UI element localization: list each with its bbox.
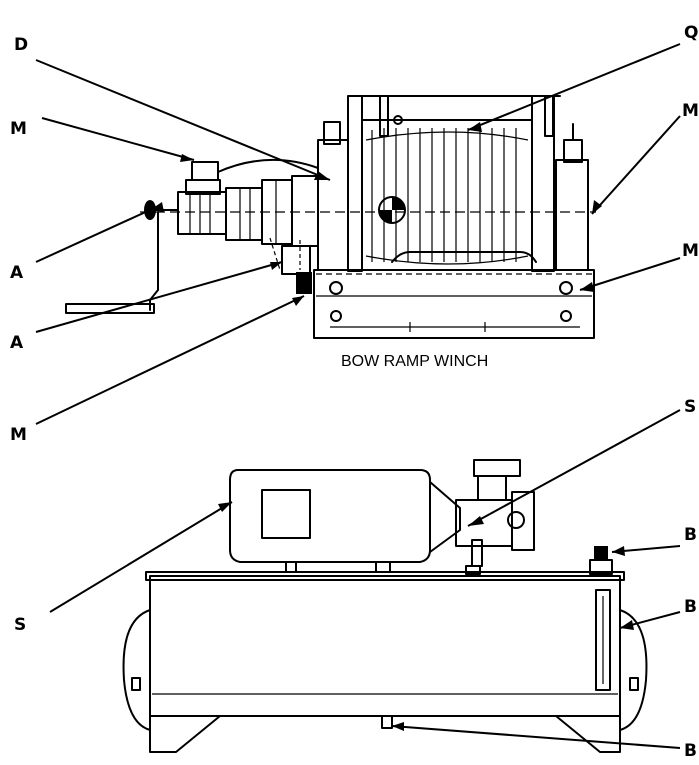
callout-winch-a-lower: A [10, 333, 24, 353]
winch-hand-crank [65, 200, 179, 314]
callout-winch-m-right-upper: M [682, 101, 699, 121]
winch-gear-housing [317, 139, 349, 271]
callout-winch-d: D [14, 35, 28, 55]
bow-ramp-winch [65, 95, 596, 339]
hpu-tank-right-end-cap [619, 609, 648, 731]
callout-hpu-s-right: S [684, 397, 696, 417]
callout-winch-q: Q [684, 23, 698, 43]
hpu-tank-left-end-cap [122, 609, 151, 731]
leader-winch-d [35, 59, 331, 181]
leader-hpu-s-left [49, 501, 233, 613]
leader-hpu-s-right [467, 409, 681, 527]
winch-cable-wraps [365, 128, 529, 265]
callout-winch-a-upper: A [10, 263, 24, 283]
winch-caption: BOW RAMP WINCH [341, 353, 488, 370]
winch-drum [361, 119, 533, 271]
hpu-tank-left-foot [149, 715, 221, 753]
leader-winch-a-lower [35, 261, 283, 333]
winch-right-end-plate [555, 159, 589, 271]
callout-winch-m-lower-left: M [10, 425, 27, 445]
hydraulic-power-unit [122, 459, 648, 753]
hpu-sight-gauge [595, 589, 611, 691]
callout-hpu-b-top: B [684, 525, 697, 545]
hpu-tank [149, 575, 621, 717]
callout-winch-m-upper-left: M [10, 119, 27, 139]
winch-base-frame [313, 269, 595, 339]
leader-winch-q [467, 43, 681, 131]
leader-hpu-b-bottom [391, 725, 681, 749]
hpu-tank-right-foot [555, 715, 621, 753]
leader-winch-m-right-upper [591, 115, 681, 215]
leader-winch-m-lower-left [35, 295, 305, 425]
motor-terminal-box [261, 489, 311, 539]
hpu-electric-motor [229, 469, 461, 573]
callout-winch-m-right-lower: M [682, 241, 699, 261]
leader-winch-m-upper-left [41, 117, 195, 161]
leader-lines [35, 43, 681, 749]
callout-hpu-s-left: S [14, 615, 26, 635]
hpu-filler-breather [589, 546, 613, 575]
leader-winch-m-right-lower [579, 257, 681, 291]
callout-hpu-b-middle: B [684, 597, 697, 617]
hpu-pump [455, 459, 535, 575]
callout-labels: D Q M M M A A M S S B B B [10, 23, 699, 761]
leader-winch-a-upper [35, 209, 151, 263]
winch-motor-assembly [177, 158, 319, 247]
callout-hpu-b-bottom: B [684, 741, 697, 761]
